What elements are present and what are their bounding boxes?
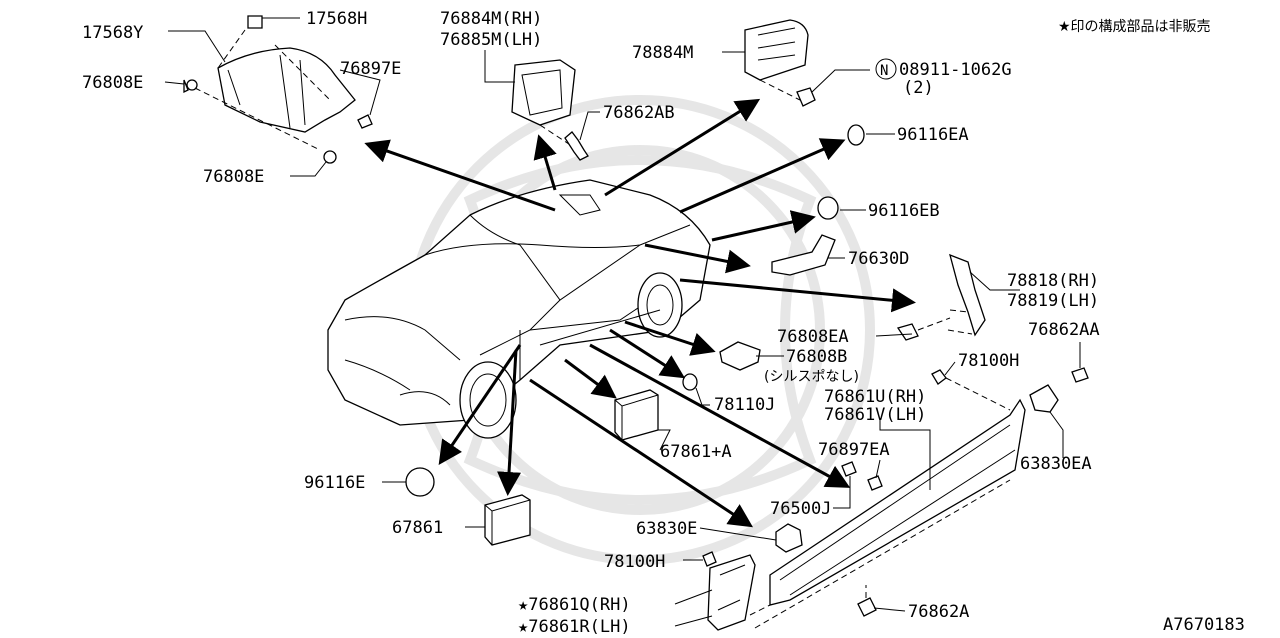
label-76630D: 76630D bbox=[848, 249, 909, 269]
label-76862A: 76862A bbox=[908, 602, 969, 622]
label-76897EA: 76897EA bbox=[818, 440, 890, 460]
part-63830EA-grommet bbox=[1029, 384, 1059, 413]
label-76861Q: ★76861Q(RH) bbox=[518, 595, 631, 615]
label-96116EA: 96116EA bbox=[897, 125, 969, 145]
part-96116EA-cap bbox=[847, 124, 865, 146]
part-76861U-side-sill bbox=[749, 398, 1026, 629]
part-76861Q-rear-piece bbox=[707, 554, 756, 631]
label-76862AA: 76862AA bbox=[1028, 320, 1100, 340]
label-76861V: 76861V(LH) bbox=[824, 405, 926, 425]
part-78100H-clip-a bbox=[931, 369, 1011, 411]
label-08911-mark: N bbox=[880, 63, 888, 79]
label-78818: 78818(RH) bbox=[1007, 271, 1099, 291]
part-76630D-strip bbox=[771, 234, 836, 276]
non-sale-note: ★印の構成部品は非販売 bbox=[1058, 19, 1211, 35]
part-78884M-pad bbox=[744, 19, 809, 101]
part-78818-mudguard bbox=[947, 253, 986, 337]
part-63830E-grommet bbox=[775, 523, 803, 553]
label-76808E-a: 76808E bbox=[82, 73, 143, 93]
part-17568H-clip bbox=[247, 15, 263, 29]
label-17568H: 17568H bbox=[306, 9, 367, 29]
part-76808EA-clip bbox=[896, 317, 951, 341]
label-78110J: 78110J bbox=[714, 395, 775, 415]
part-67861-box bbox=[484, 494, 531, 546]
label-67861: 67861 bbox=[392, 518, 443, 538]
part-labels: 17568Y 17568H 76808E 76897E 76808E 76884… bbox=[82, 9, 1100, 637]
label-76861U: 76861U(RH) bbox=[824, 387, 926, 407]
part-76500J-clip bbox=[841, 461, 857, 477]
part-76808B-block bbox=[719, 341, 761, 371]
part-76884M-bracket bbox=[511, 59, 579, 151]
part-76897EA-clip bbox=[867, 475, 883, 491]
part-76808E-clip-b bbox=[323, 150, 337, 164]
label-78100H-a: 78100H bbox=[958, 351, 1019, 371]
label-76500J: 76500J bbox=[770, 499, 831, 519]
part-76862AA-screw bbox=[1071, 367, 1089, 383]
label-76885M: 76885M(LH) bbox=[440, 30, 542, 50]
part-17568Y-cover bbox=[194, 29, 356, 151]
part-67861A-box bbox=[614, 389, 659, 441]
label-76862AB: 76862AB bbox=[603, 103, 675, 123]
leader-lines bbox=[164, 17, 1081, 627]
label-67861A: 67861+A bbox=[660, 442, 732, 462]
label-76897E: 76897E bbox=[340, 59, 401, 79]
part-76862A-screw bbox=[857, 585, 877, 617]
label-96116EB: 96116EB bbox=[868, 201, 940, 221]
car-body-illustration bbox=[327, 179, 711, 439]
label-76808E-b: 76808E bbox=[203, 167, 264, 187]
part-76862AB-bolt bbox=[564, 131, 589, 161]
callout-arrows bbox=[364, 98, 916, 528]
diagram-ref-code: A7670183 bbox=[1163, 615, 1245, 635]
label-76808B: 76808B bbox=[786, 347, 847, 367]
label-96116E: 96116E bbox=[304, 473, 365, 493]
n-mark-circle bbox=[875, 58, 897, 80]
part-96116E-cap bbox=[405, 467, 435, 497]
label-17568Y: 17568Y bbox=[82, 23, 143, 43]
label-08911-qty: (2) bbox=[903, 78, 934, 98]
label-63830E: 63830E bbox=[636, 519, 697, 539]
label-76808EA: 76808EA bbox=[777, 327, 849, 347]
label-76884M: 76884M(RH) bbox=[440, 9, 542, 29]
part-78110J-plug bbox=[682, 373, 698, 391]
part-76808E-clip-a bbox=[183, 79, 198, 94]
part-78100H-clip-b bbox=[702, 551, 717, 567]
part-96116EB-cap bbox=[817, 196, 839, 220]
label-78100H-b: 78100H bbox=[604, 552, 665, 572]
label-63830EA: 63830EA bbox=[1020, 454, 1092, 474]
label-78819: 78819(LH) bbox=[1007, 291, 1099, 311]
label-76808B-note: (シルスポなし) bbox=[764, 369, 859, 385]
label-76861R: ★76861R(LH) bbox=[518, 617, 631, 637]
label-78884M: 78884M bbox=[632, 43, 693, 63]
label-08911: 08911-1062G bbox=[899, 60, 1012, 80]
part-08911-nut bbox=[796, 87, 816, 107]
part-76897E-clip bbox=[357, 114, 373, 129]
